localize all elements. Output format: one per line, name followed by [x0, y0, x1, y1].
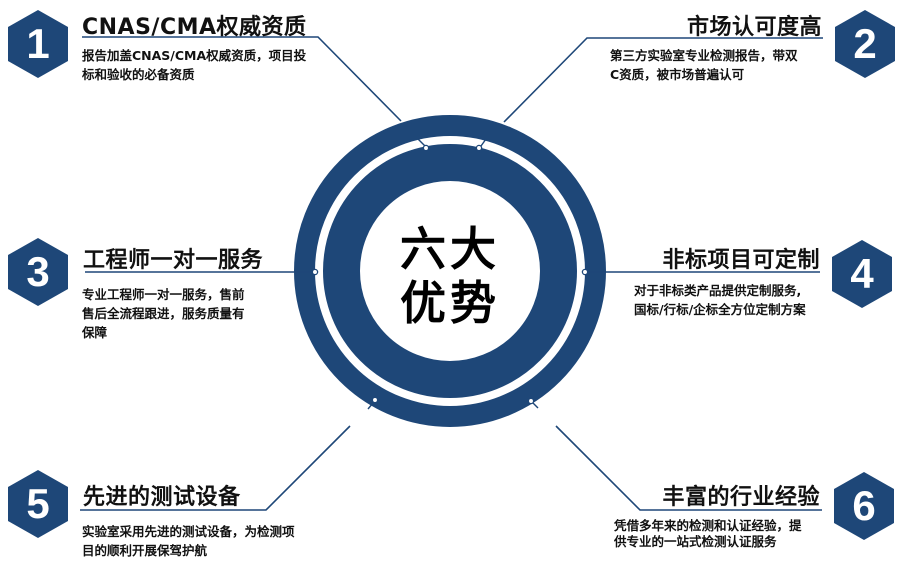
badge-number-5: 5	[26, 480, 50, 527]
connector-dot-6	[527, 397, 535, 405]
badge-1: 1	[8, 10, 68, 78]
item-title-3: 工程师一对一服务	[83, 248, 264, 273]
connector-dot-4	[581, 268, 589, 276]
description-line: 售后全流程跟进，服务质量有	[82, 306, 245, 321]
connector-stub-2	[480, 138, 487, 147]
hexagon-icon	[835, 10, 895, 78]
badge-4: 4	[832, 240, 892, 308]
description-line: C资质，被市场普遍认可	[610, 67, 745, 82]
badge-number-1: 1	[26, 20, 50, 67]
item-title-5: 先进的测试设备	[83, 485, 241, 510]
connector-line-2	[503, 37, 823, 123]
center-title-line-2: 优势	[400, 276, 500, 330]
connector-line-6	[555, 425, 822, 511]
badge-6: 6	[834, 472, 894, 540]
description-line: 专业工程师一对一服务，售前	[82, 287, 245, 302]
description-line: 报告加盖CNAS/CMA权威资质，项目投	[82, 48, 307, 63]
item-description-4: 对于非标类产品提供定制服务, 国标/行标/企标全方位定制方案	[634, 281, 806, 319]
connector-stub-5	[367, 402, 374, 410]
item-description-1: 报告加盖CNAS/CMA权威资质，项目投 标和验收的必备资质	[82, 46, 306, 84]
item-title-4: 非标项目可定制	[662, 248, 820, 273]
item-title-1: CNAS/CMA权威资质	[82, 15, 307, 40]
description-line: 供专业的一站式检测认证服务	[614, 534, 777, 549]
badge-5: 5	[8, 470, 68, 538]
hexagon-icon	[8, 10, 68, 78]
description-line: 国标/行标/企标全方位定制方案	[634, 302, 806, 317]
description-line: 实验室采用先进的测试设备，为检测项	[82, 524, 295, 539]
connector-dot-3	[311, 268, 319, 276]
hexagon-icon	[834, 472, 894, 540]
outer-ring	[294, 115, 606, 427]
item-title-6: 丰富的行业经验	[662, 485, 820, 510]
connector-dot-5	[371, 396, 379, 404]
description-line: 目的顺利开展保驾护航	[82, 543, 208, 558]
item-description-6: 凭借多年来的检测和认证经验，提 供专业的一站式检测认证服务	[614, 518, 802, 550]
hexagon-icon	[8, 238, 68, 306]
center-title-line-1: 六大	[400, 222, 500, 276]
badge-2: 2	[835, 10, 895, 78]
description-line: 第三方实验室专业检测报告，带双	[610, 48, 798, 63]
item-description-3: 专业工程师一对一服务，售前 售后全流程跟进，服务质量有 保障	[82, 285, 245, 342]
hexagon-icon	[832, 240, 892, 308]
badge-number-2: 2	[853, 20, 877, 67]
badge-number-6: 6	[852, 482, 876, 529]
description-line: 凭借多年来的检测和认证经验，提	[614, 518, 802, 533]
connector-dot-1	[422, 144, 430, 152]
connector-stub-6	[532, 402, 539, 409]
hexagon-icon	[8, 470, 68, 538]
center-title: 六大 优势	[390, 222, 510, 330]
badge-number-4: 4	[850, 250, 874, 297]
connector-dot-2	[475, 144, 483, 152]
item-title-2: 市场认可度高	[686, 15, 822, 40]
description-line: 标和验收的必备资质	[82, 67, 195, 82]
connector-line-5	[80, 425, 351, 511]
item-description-2: 第三方实验室专业检测报告，带双 C资质，被市场普遍认可	[610, 46, 798, 84]
badge-number-3: 3	[26, 248, 50, 295]
connector-line-1	[82, 36, 402, 122]
description-line: 保障	[82, 325, 108, 340]
inner-ring	[323, 144, 577, 398]
description-line: 对于非标类产品提供定制服务,	[634, 283, 802, 298]
item-description-5: 实验室采用先进的测试设备，为检测项 目的顺利开展保驾护航	[82, 522, 295, 560]
connector-stub-1	[417, 138, 426, 147]
badge-3: 3	[8, 238, 68, 306]
